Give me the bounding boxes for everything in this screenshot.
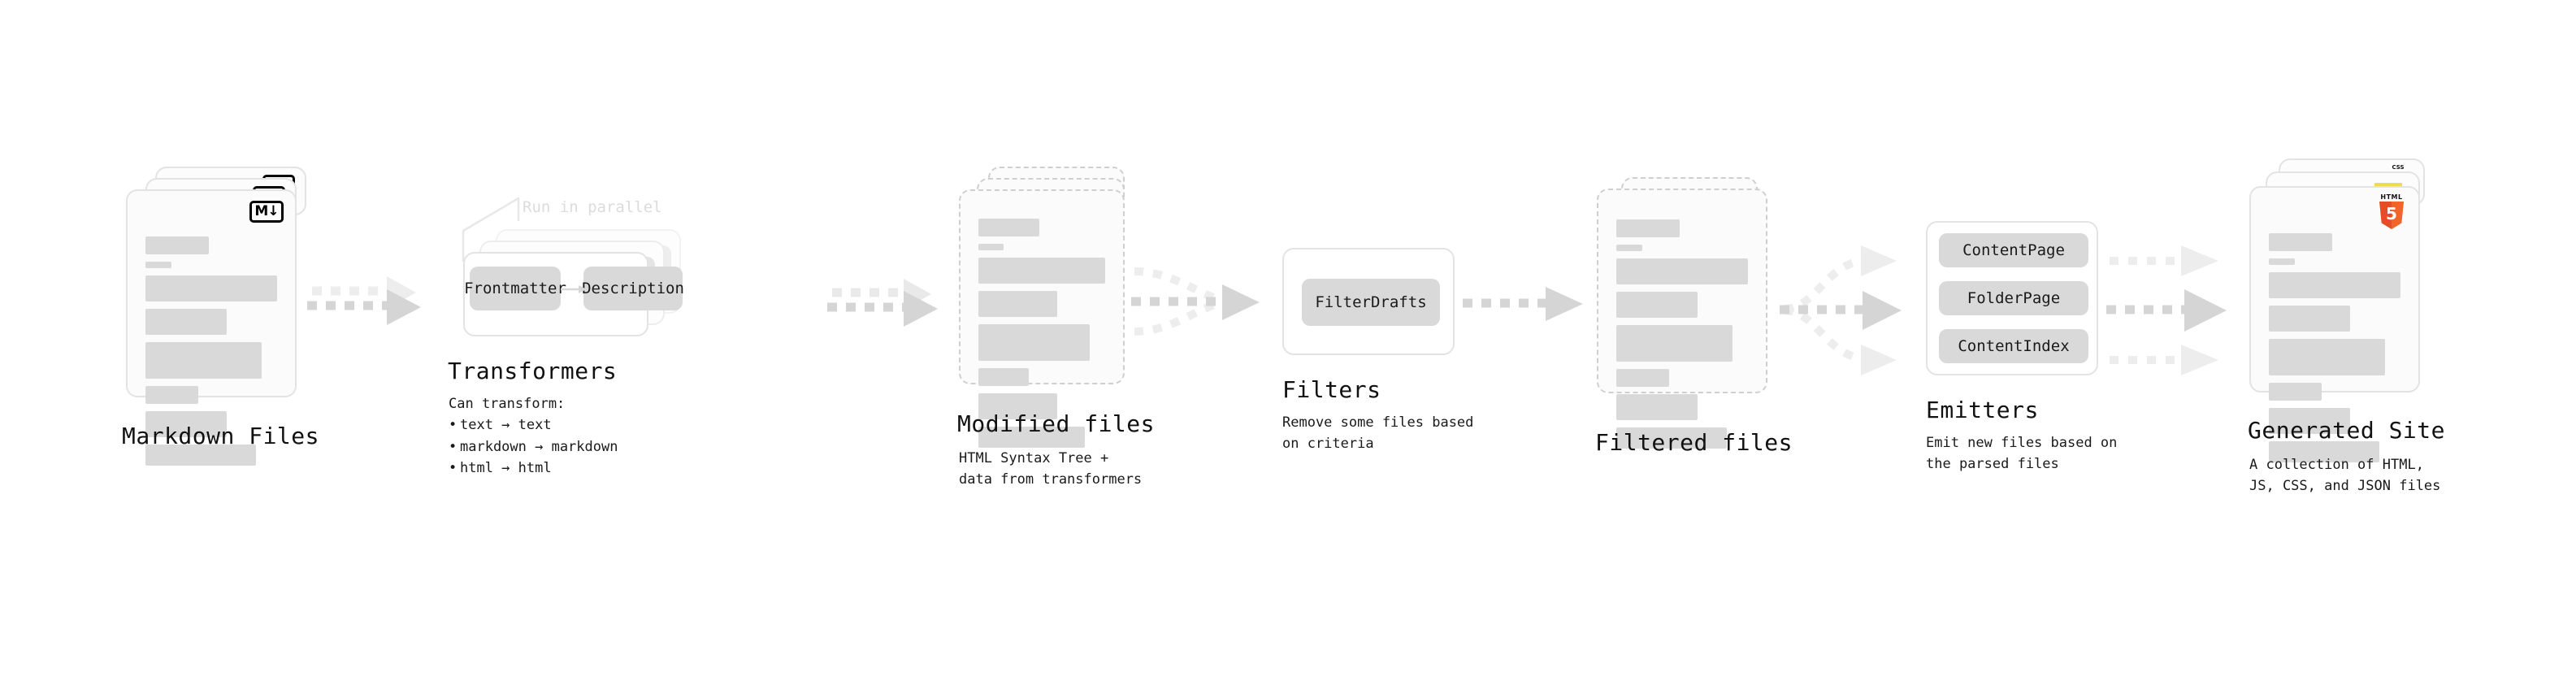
stage-generated-site: CSS HTML 5 [2248,158,2445,494]
html5-shield-icon: 5 [2379,202,2404,229]
stage-markdown-files: M↓ M↓ M↓ Markdown Files [122,167,319,466]
css-badge-label: CSS [2392,164,2405,171]
filters-title: Filters [1282,376,1381,403]
connector-transformers-to-modified [827,279,938,327]
markdown-skeleton-bars [145,236,277,473]
connector-emitters-to-site [2106,245,2227,375]
filtered-card-front [1597,189,1767,449]
transformers-bullet-2: html → html [449,458,618,479]
modified-card-front [959,189,1125,448]
markdown-files-title: Markdown Files [122,423,320,449]
modified-card-stack [959,167,1146,448]
transformers-box-front: Frontmatter Description [463,252,684,336]
transformers-bullets-lead: Can transform: [449,396,566,412]
emitters-pill-contentpage[interactable]: ContentPage [1939,233,2088,267]
generated-site-title: Generated Site [2248,417,2446,444]
connector-markdown-to-transformers [307,276,421,325]
emitters-pill-folderpage[interactable]: FolderPage [1939,281,2088,315]
markdown-card-front: M↓ [126,189,297,466]
connector-filtered-to-emitters [1780,245,1902,375]
markdown-badge-front: M↓ [249,201,284,223]
emitters-box: ContentPage FolderPage ContentIndex [1926,221,2098,375]
filters-box: FilterDrafts [1282,248,1455,355]
filtered-card-stack [1597,177,1784,449]
transformers-bullet-1: markdown → markdown [449,436,618,458]
modified-files-title: Modified files [957,410,1156,437]
transformers-pill-frontmatter[interactable]: Frontmatter [464,267,566,310]
emitters-title: Emitters [1926,397,2039,423]
site-skeleton-bars [2269,233,2400,470]
emitters-subtitle: Emit new files based on the parsed files [1926,435,2118,473]
run-in-parallel-bracket [462,197,520,262]
transformers-pill-description[interactable]: Description [582,267,684,310]
run-in-parallel-note: Run in parallel [523,198,662,216]
site-card-stack: CSS HTML 5 [2249,158,2444,462]
transformers-title: Transformers [448,358,618,384]
transformers-arrow-front [561,285,587,293]
connector-filters-to-filtered [1463,287,1583,321]
modified-skeleton-bars [978,219,1105,455]
connector-modified-to-filters [1131,267,1260,336]
transformers-bullet-0: text → text [449,414,618,436]
filters-pill-filterdrafts[interactable]: FilterDrafts [1302,279,1440,326]
filters-subtitle: Remove some files based on criteria [1282,414,1474,453]
filtered-files-title: Filtered files [1595,429,1793,456]
generated-site-subtitle: A collection of HTML, JS, CSS, and JSON … [2249,457,2441,495]
html5-badge-label: HTML [2380,193,2403,201]
markdown-card-stack: M↓ M↓ M↓ [126,167,313,466]
modified-files-subtitle: HTML Syntax Tree + data from transformer… [959,450,1143,488]
stage-filtered-files: Filtered files [1595,177,1793,456]
transformers-bullet-list: text → text markdown → markdown html → h… [449,414,618,479]
transformers-bullets: Can transform: text → text markdown → ma… [449,393,618,479]
site-card-html: HTML 5 [2249,186,2420,462]
filtered-skeleton-bars [1616,219,1748,456]
html5-badge: HTML 5 [2376,194,2407,230]
emitters-pill-contentindex[interactable]: ContentIndex [1939,329,2088,363]
html5-badge-digit: 5 [2386,204,2397,223]
stage-modified-files: Modified files HTML Syntax Tree + data f… [957,167,1155,488]
